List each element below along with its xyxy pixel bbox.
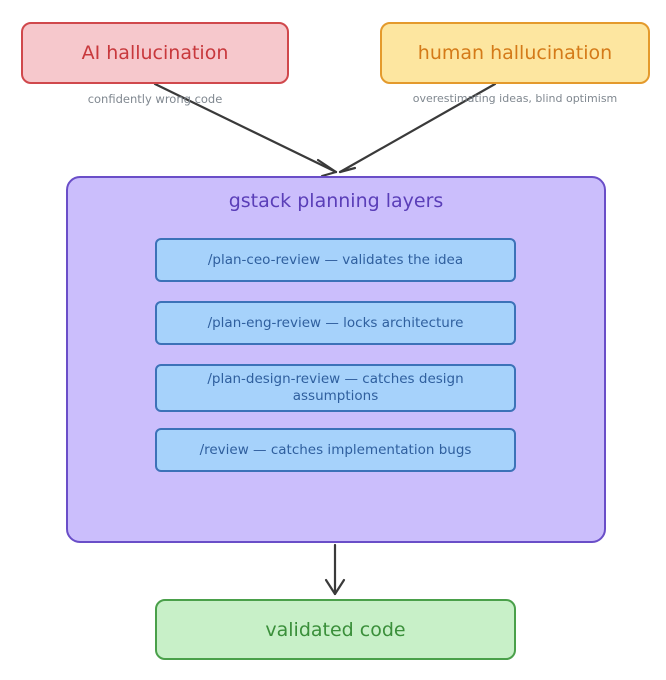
layer-label: /plan-ceo-review — validates the idea <box>207 251 464 268</box>
layer-label: /plan-design-review — catches design ass… <box>207 371 464 404</box>
ai-hallucination-box: AI hallucination <box>21 22 289 84</box>
layer-label: /review — catches implementation bugs <box>199 441 472 458</box>
human-hallucination-label: human hallucination <box>417 42 613 64</box>
layer-plan-design-review: /plan-design-review — catches design ass… <box>155 364 516 412</box>
arrow-human-to-planning <box>338 82 497 174</box>
validated-code-box: validated code <box>155 599 516 660</box>
layer-plan-ceo-review: /plan-ceo-review — validates the idea <box>155 238 516 282</box>
human-hallucination-caption: overestimating ideas, blind optimism <box>412 92 618 105</box>
arrow-ai-head-lower <box>320 170 338 178</box>
layer-plan-eng-review: /plan-eng-review — locks architecture <box>155 301 516 345</box>
arrow-human-head-left <box>316 158 338 174</box>
validated-code-label: validated code <box>265 618 406 641</box>
arrow-ai-to-planning <box>153 82 338 174</box>
arrow-human-head-right <box>338 166 357 174</box>
layer-review: /review — catches implementation bugs <box>155 428 516 472</box>
planning-layers-title: gstack planning layers <box>228 190 444 212</box>
planning-layers-container: gstack planning layers <box>66 176 606 543</box>
layer-label: /plan-eng-review — locks architecture <box>207 314 464 331</box>
arrow-output-head <box>324 578 346 596</box>
ai-hallucination-label: AI hallucination <box>81 42 229 64</box>
ai-hallucination-caption: confidently wrong code <box>87 92 223 106</box>
human-hallucination-box: human hallucination <box>380 22 650 84</box>
